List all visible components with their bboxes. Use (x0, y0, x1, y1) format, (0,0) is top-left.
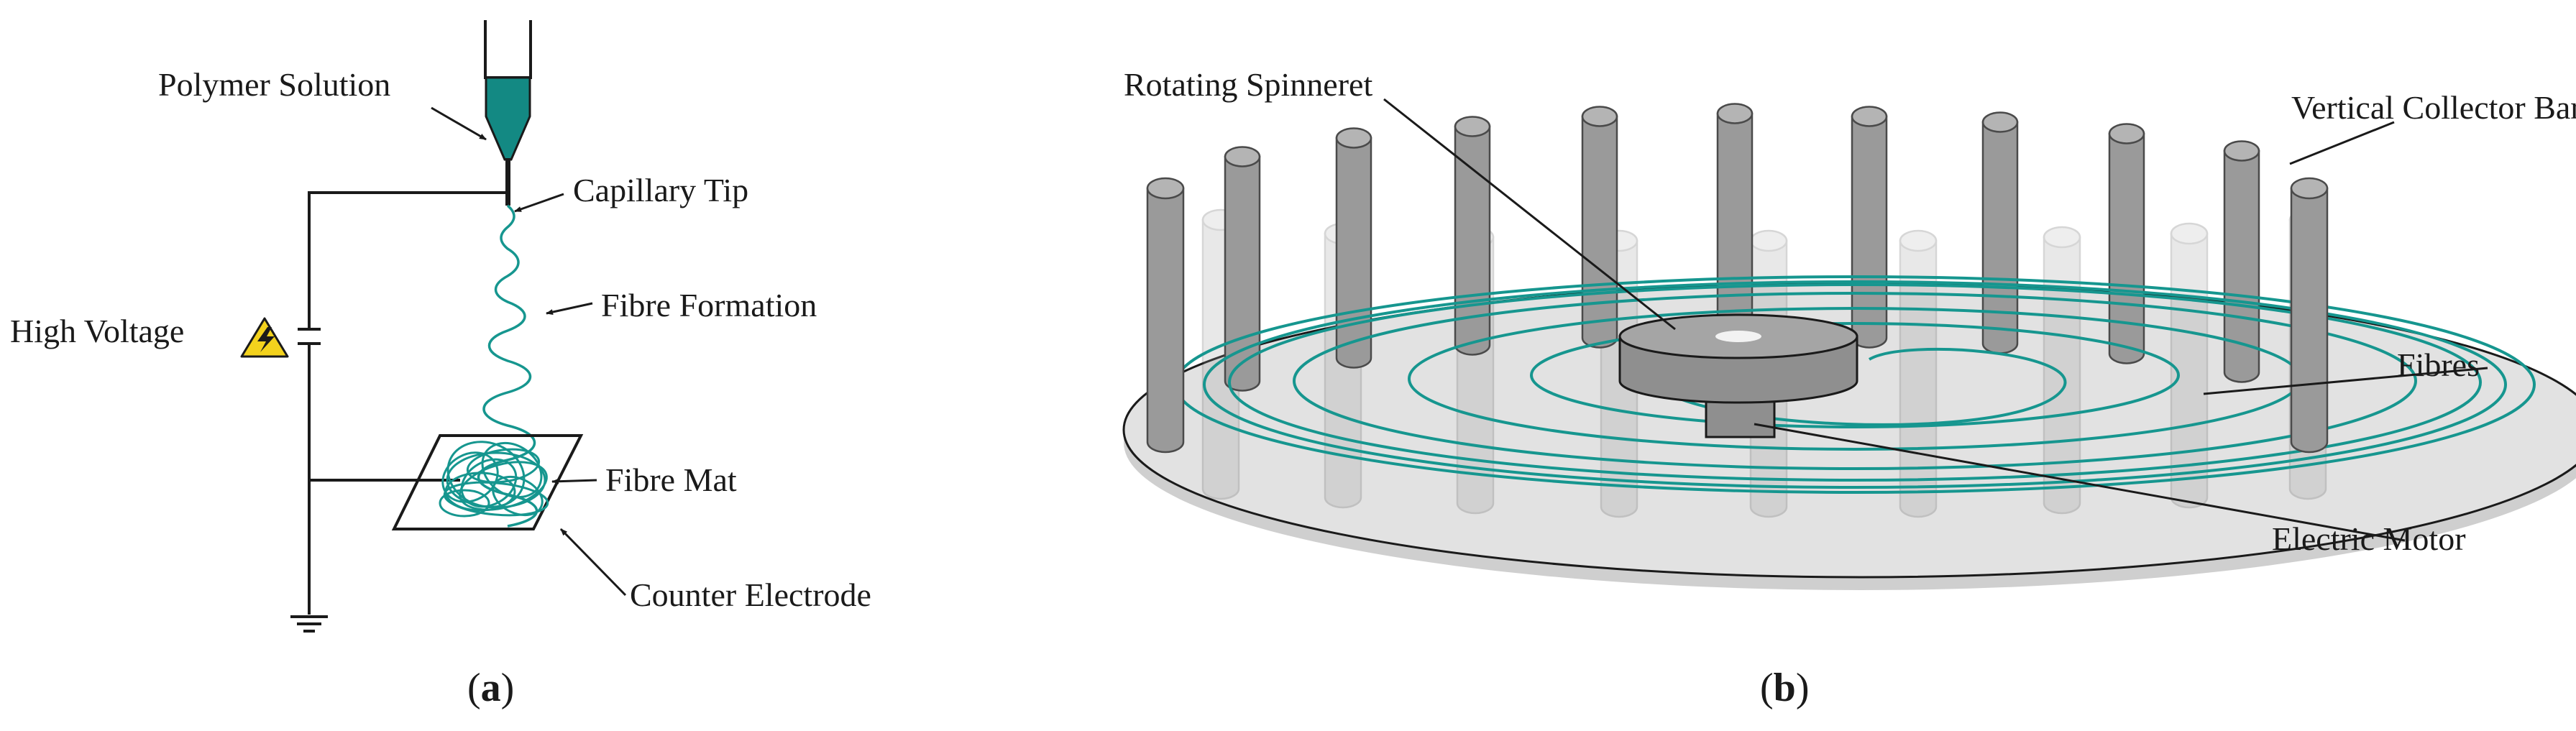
collector-bar (1224, 146, 1261, 392)
capillary-needle (505, 158, 510, 206)
collector-bar (1981, 111, 2019, 354)
vertical-collector-bars-label: Vertical Collector Bars (2291, 89, 2576, 126)
collector-bar (1851, 106, 1888, 349)
collector-bar (1335, 127, 1372, 369)
high-voltage-label: High Voltage (10, 313, 184, 349)
polymer-solution-fill (485, 76, 531, 161)
panel-b-caption: (b) (1760, 666, 1809, 710)
panel-a: Polymer Solution Capillary Tip High Volt… (10, 20, 871, 710)
polymer-solution-arrow (431, 106, 487, 141)
rotating-spinneret (1618, 313, 1858, 438)
fibre-mat (439, 441, 549, 518)
electric-motor-label: Electric Motor (2272, 520, 2466, 557)
ghost-collector-bar (1899, 229, 1938, 518)
fibres-label: Fibres (2397, 346, 2480, 383)
high-voltage-warning-icon (240, 317, 289, 358)
vertical-collector-bars-leader (2289, 121, 2395, 165)
collector-bar (2108, 123, 2145, 364)
circuit-wires (308, 191, 508, 615)
panel-b: Rotating Spinneret Vertical Collector Ba… (1122, 66, 2576, 710)
polymer-solution-label: Polymer Solution (158, 66, 390, 103)
capillary-tip-label: Capillary Tip (573, 172, 748, 208)
counter-electrode-label: Counter Electrode (630, 576, 871, 613)
fibre-formation-label: Fibre Formation (601, 287, 817, 323)
rotating-spinneret-leader (1383, 98, 1676, 331)
capacitor-symbol (298, 328, 321, 345)
fibre-jet-helix (477, 204, 538, 528)
fibre-mat-arrow (551, 478, 597, 484)
rotating-spinneret-label: Rotating Spinneret (1124, 66, 1372, 103)
panel-a-leaders (431, 106, 627, 597)
fibre-formation-arrow (546, 302, 593, 315)
fibre-mat-label: Fibre Mat (605, 461, 737, 498)
spinneret-orifice (1715, 331, 1761, 342)
capillary-tip-arrow (514, 193, 564, 213)
counter-electrode-leader (559, 528, 627, 597)
panel-a-caption: (a) (467, 666, 514, 710)
syringe (484, 20, 532, 206)
collector-bar (2290, 177, 2329, 454)
collector-bar (1146, 177, 1185, 454)
collector-bar (2223, 140, 2260, 383)
counter-electrode-plate (391, 434, 584, 530)
fibre-rings (1174, 275, 2536, 494)
electric-motor-leader (1754, 423, 2406, 542)
collector-bar (1581, 106, 1618, 349)
ground-icon (290, 615, 328, 633)
panel-b-leaders (1383, 98, 2488, 542)
collector-bar (1716, 103, 1754, 346)
ghost-collector-bar (2043, 226, 2081, 515)
fibres-leader (2203, 367, 2488, 395)
